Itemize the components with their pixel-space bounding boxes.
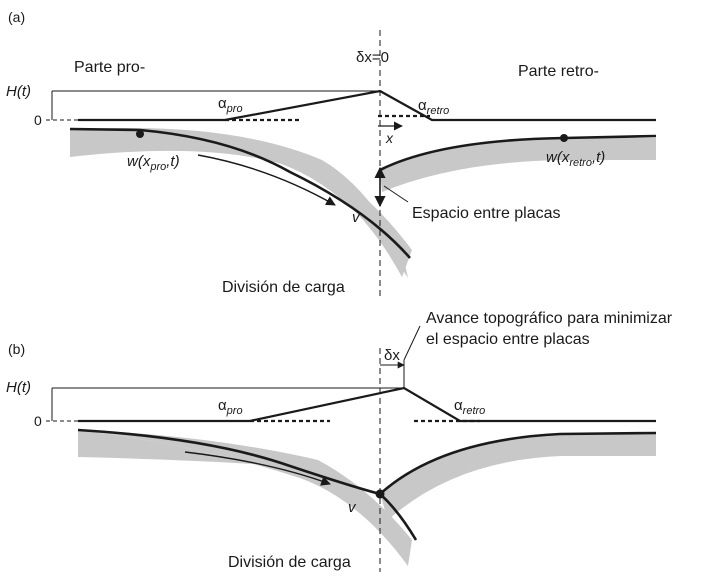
alpha-retro-label: αretro xyxy=(418,97,449,117)
velocity-label: v xyxy=(352,209,361,226)
gap-leader-line xyxy=(383,185,409,203)
topography-line-b xyxy=(78,386,656,423)
alpha-pro-label: αpro xyxy=(218,95,243,115)
retro-side-label: Parte retro- xyxy=(518,63,599,80)
x-label: x xyxy=(385,130,394,146)
panel-b-tag: (b) xyxy=(8,341,25,357)
gap-label: Espacio entre placas xyxy=(412,205,561,222)
pro-plate-band-fill-b xyxy=(78,430,408,566)
advance-leader-line xyxy=(403,325,421,361)
retro-plate-surface-b xyxy=(379,431,657,495)
velocity-label-b: v xyxy=(348,499,357,516)
pro-plate-band xyxy=(70,128,408,278)
panel-a-tag: (a) xyxy=(8,9,25,25)
pro-plate-surface-b xyxy=(77,428,418,541)
retro-plate-surface xyxy=(379,134,657,172)
zero-label: 0 xyxy=(34,112,42,128)
topography-line xyxy=(78,89,656,122)
advance-label-line1: Avance topográfico para minimizar xyxy=(426,310,673,327)
load-division-label-b: División de carga xyxy=(228,554,351,571)
dx-label: δx xyxy=(384,347,400,364)
height-label: H(t) xyxy=(6,83,31,100)
pro-deflection-point xyxy=(136,130,144,138)
convergence-arrow-b xyxy=(184,451,331,486)
pro-plate-surface xyxy=(69,127,411,259)
height-label-b: H(t) xyxy=(6,379,31,396)
alpha-pro-label-b: αpro xyxy=(218,397,243,417)
w-retro-label: w(xretro,t) xyxy=(546,149,605,169)
advance-label-line2: el espacio entre placas xyxy=(426,331,590,348)
panel-b: (b) Avance topográfico para minimizar el… xyxy=(6,310,673,572)
zero-label-b: 0 xyxy=(34,413,42,429)
retro-plate-band-b xyxy=(380,434,656,520)
panel-a: (a) Parte pro- Parte retro- δx=0 H(t) 0 … xyxy=(6,9,657,300)
pro-plate-band-fill xyxy=(70,129,412,277)
pro-side-label: Parte pro- xyxy=(74,59,145,76)
alpha-retro-label-b: αretro xyxy=(454,397,485,417)
dx-zero-label: δx=0 xyxy=(356,49,389,66)
load-division-label: División de carga xyxy=(222,279,345,296)
w-pro-label: w(xpro,t) xyxy=(127,153,180,173)
retro-plate-band xyxy=(380,138,656,192)
convergence-arrow xyxy=(197,154,336,206)
retro-deflection-point xyxy=(560,134,568,142)
